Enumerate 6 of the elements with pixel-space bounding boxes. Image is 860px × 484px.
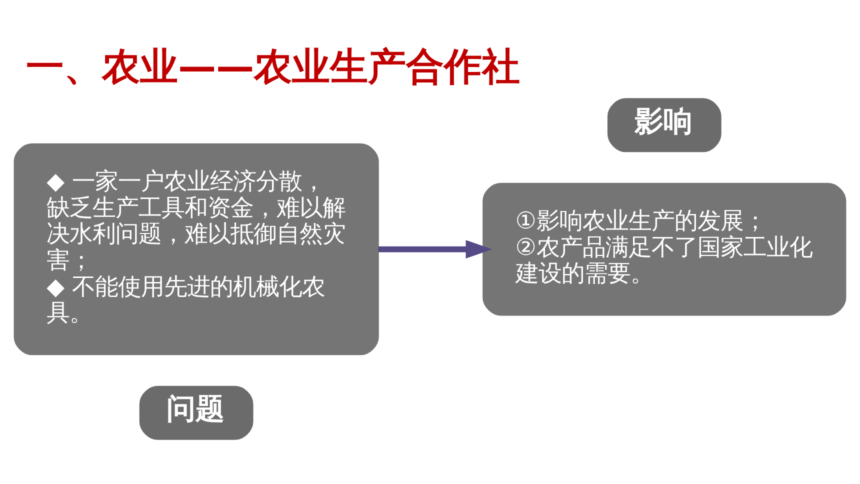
node-box: ①影响农业生产的发展； ②农产品满足不了国家工业化建设的需要。 bbox=[482, 182, 846, 316]
node-box: ◆ 一家一户农业经济分散，缺乏生产工具和资金，难以解决水利问题，难以抵御自然灾害； ◆ 不能使用先进的机械化农具。 bbox=[14, 143, 379, 356]
diagram-title: 一、农业——农业生产合作社 bbox=[26, 44, 520, 89]
arrow bbox=[378, 240, 492, 259]
node-box: 影响 bbox=[607, 98, 722, 152]
node-box: 问题 bbox=[139, 386, 254, 440]
